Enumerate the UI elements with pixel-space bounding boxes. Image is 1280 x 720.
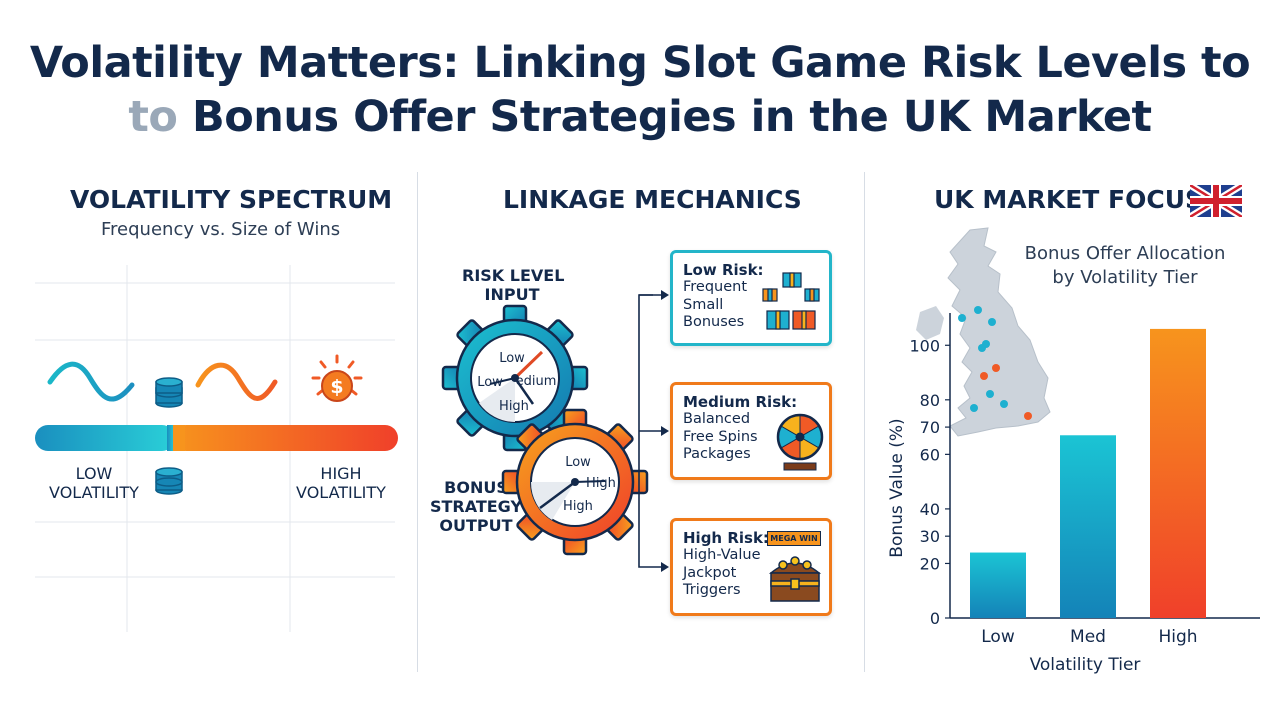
low-volatility-line2: VOLATILITY (49, 483, 139, 502)
low-risk-line3: Bonuses (683, 314, 745, 330)
y-tick-label: 30 (920, 527, 940, 546)
high-risk-card: High Risk: High-Value Jackpot Triggers M… (670, 518, 832, 616)
high-volatility-line1: HIGH (320, 464, 362, 483)
y-axis-label: Bonus Value (%) (887, 418, 907, 557)
high-risk-heading: High Risk: (683, 529, 769, 547)
medium-risk-line3: Packages (683, 446, 751, 462)
spectrum-bar-high (173, 425, 398, 451)
medium-risk-line2: Free Spins (683, 428, 758, 445)
linkage-title: LINKAGE MECHANICS (503, 185, 802, 214)
wave-icon (47, 361, 135, 402)
spectrum-graphic: $ (35, 265, 398, 632)
svg-text:$: $ (330, 376, 343, 398)
high-volatility-label: HIGH VOLATILITY (291, 464, 391, 502)
y-tick-label: 70 (920, 418, 940, 437)
output-line2: STRATEGY (429, 497, 523, 516)
mega-win-badge: MEGA WIN (767, 531, 821, 546)
low-risk-card: Low Risk: Frequent Small Bonuses (670, 250, 832, 346)
high-risk-line3: Triggers (683, 582, 741, 598)
low-risk-line1: Frequent (683, 279, 748, 295)
low-volatility-label: LOW VOLATILITY (44, 464, 144, 502)
gift-boxes-icon (762, 272, 820, 330)
low-volatility-line1: LOW (75, 464, 113, 483)
high-risk-line1: High-Value (683, 547, 761, 563)
medium-risk-heading: Medium Risk: (683, 393, 798, 411)
input-line2: INPUT (484, 285, 540, 304)
medium-risk-card: Medium Risk: Balanced Free Spins Package… (670, 382, 832, 480)
high-volatility-line2: VOLATILITY (296, 483, 386, 502)
y-tick-label: 80 (920, 391, 940, 410)
uk-title: UK MARKET FOCUS (934, 185, 1204, 214)
y-tick-label: 40 (920, 500, 940, 519)
page-title-line2: to Bonus Offer Strategies in the UK Mark… (0, 92, 1280, 142)
low-risk-line2: Small (683, 296, 724, 313)
gear1-high: High (499, 399, 529, 414)
spectrum-title: VOLATILITY SPECTRUM (70, 185, 393, 214)
gears-graphic: Low Low edium High Low High High (441, 304, 649, 556)
bar-med (1060, 435, 1116, 618)
y-tick-label: 60 (920, 445, 940, 464)
chart-title-line2: by Volatility Tier (1052, 267, 1198, 288)
wave-icon (195, 362, 278, 401)
connector-lines (638, 290, 669, 572)
chart-title: Bonus Offer Allocation by Volatility Tie… (1000, 242, 1250, 290)
title-duplicate-word: to (128, 92, 178, 142)
bonus-strategy-output-label: BONUS STRATEGY OUTPUT (426, 478, 526, 535)
risk-level-input-label: RISK LEVEL INPUT (462, 266, 565, 304)
gear1-low-top: Low (499, 351, 525, 366)
coin-stack-icon (155, 377, 183, 408)
chart-title-line1: Bonus Offer Allocation (1024, 243, 1226, 264)
x-axis-label: Volatility Tier (1030, 655, 1141, 675)
bar-low (970, 552, 1026, 618)
x-tick-label: High (1158, 627, 1197, 647)
output-line1: BONUS (444, 478, 508, 497)
treasure-chest-icon (768, 556, 822, 602)
coin-burst-icon: $ (311, 354, 363, 402)
map-marker-icon (958, 306, 1032, 420)
output-line3: OUTPUT (439, 516, 513, 535)
panel-divider-left (417, 172, 418, 672)
prize-wheel-icon (776, 413, 824, 471)
bar-high (1150, 328, 1206, 618)
gear2-high: High (563, 499, 593, 514)
uk-map-icon (916, 227, 1051, 437)
gear-output-icon: Low High High (501, 408, 649, 556)
medium-risk-line1: Balanced (683, 411, 751, 427)
high-risk-line2: Jackpot (683, 564, 737, 581)
gear1-low-left: Low (477, 375, 503, 390)
spectrum-subtitle: Frequency vs. Size of Wins (101, 219, 341, 240)
spectrum-bar-low (35, 425, 175, 451)
y-tick-label: 20 (920, 554, 940, 573)
low-risk-heading: Low Risk: (683, 261, 764, 279)
x-tick-label: Low (981, 627, 1015, 647)
gear1-medium: edium (516, 374, 557, 389)
panel-divider-right (864, 172, 865, 672)
input-line1: RISK LEVEL (462, 266, 565, 285)
y-tick-label: 100 (909, 336, 940, 355)
title-line2-text: Bonus Offer Strategies in the UK Market (191, 92, 1152, 142)
y-tick-label: 0 (930, 609, 940, 628)
gear2-high-right: High (586, 476, 616, 491)
coin-stack-icon (155, 467, 183, 495)
page-title-line1: Volatility Matters: Linking Slot Game Ri… (29, 38, 1251, 88)
gear2-low: Low (565, 455, 591, 470)
gear-input-icon: Low Low edium High (441, 304, 589, 452)
uk-flag-icon (1190, 185, 1242, 217)
x-tick-label: Med (1070, 627, 1106, 647)
